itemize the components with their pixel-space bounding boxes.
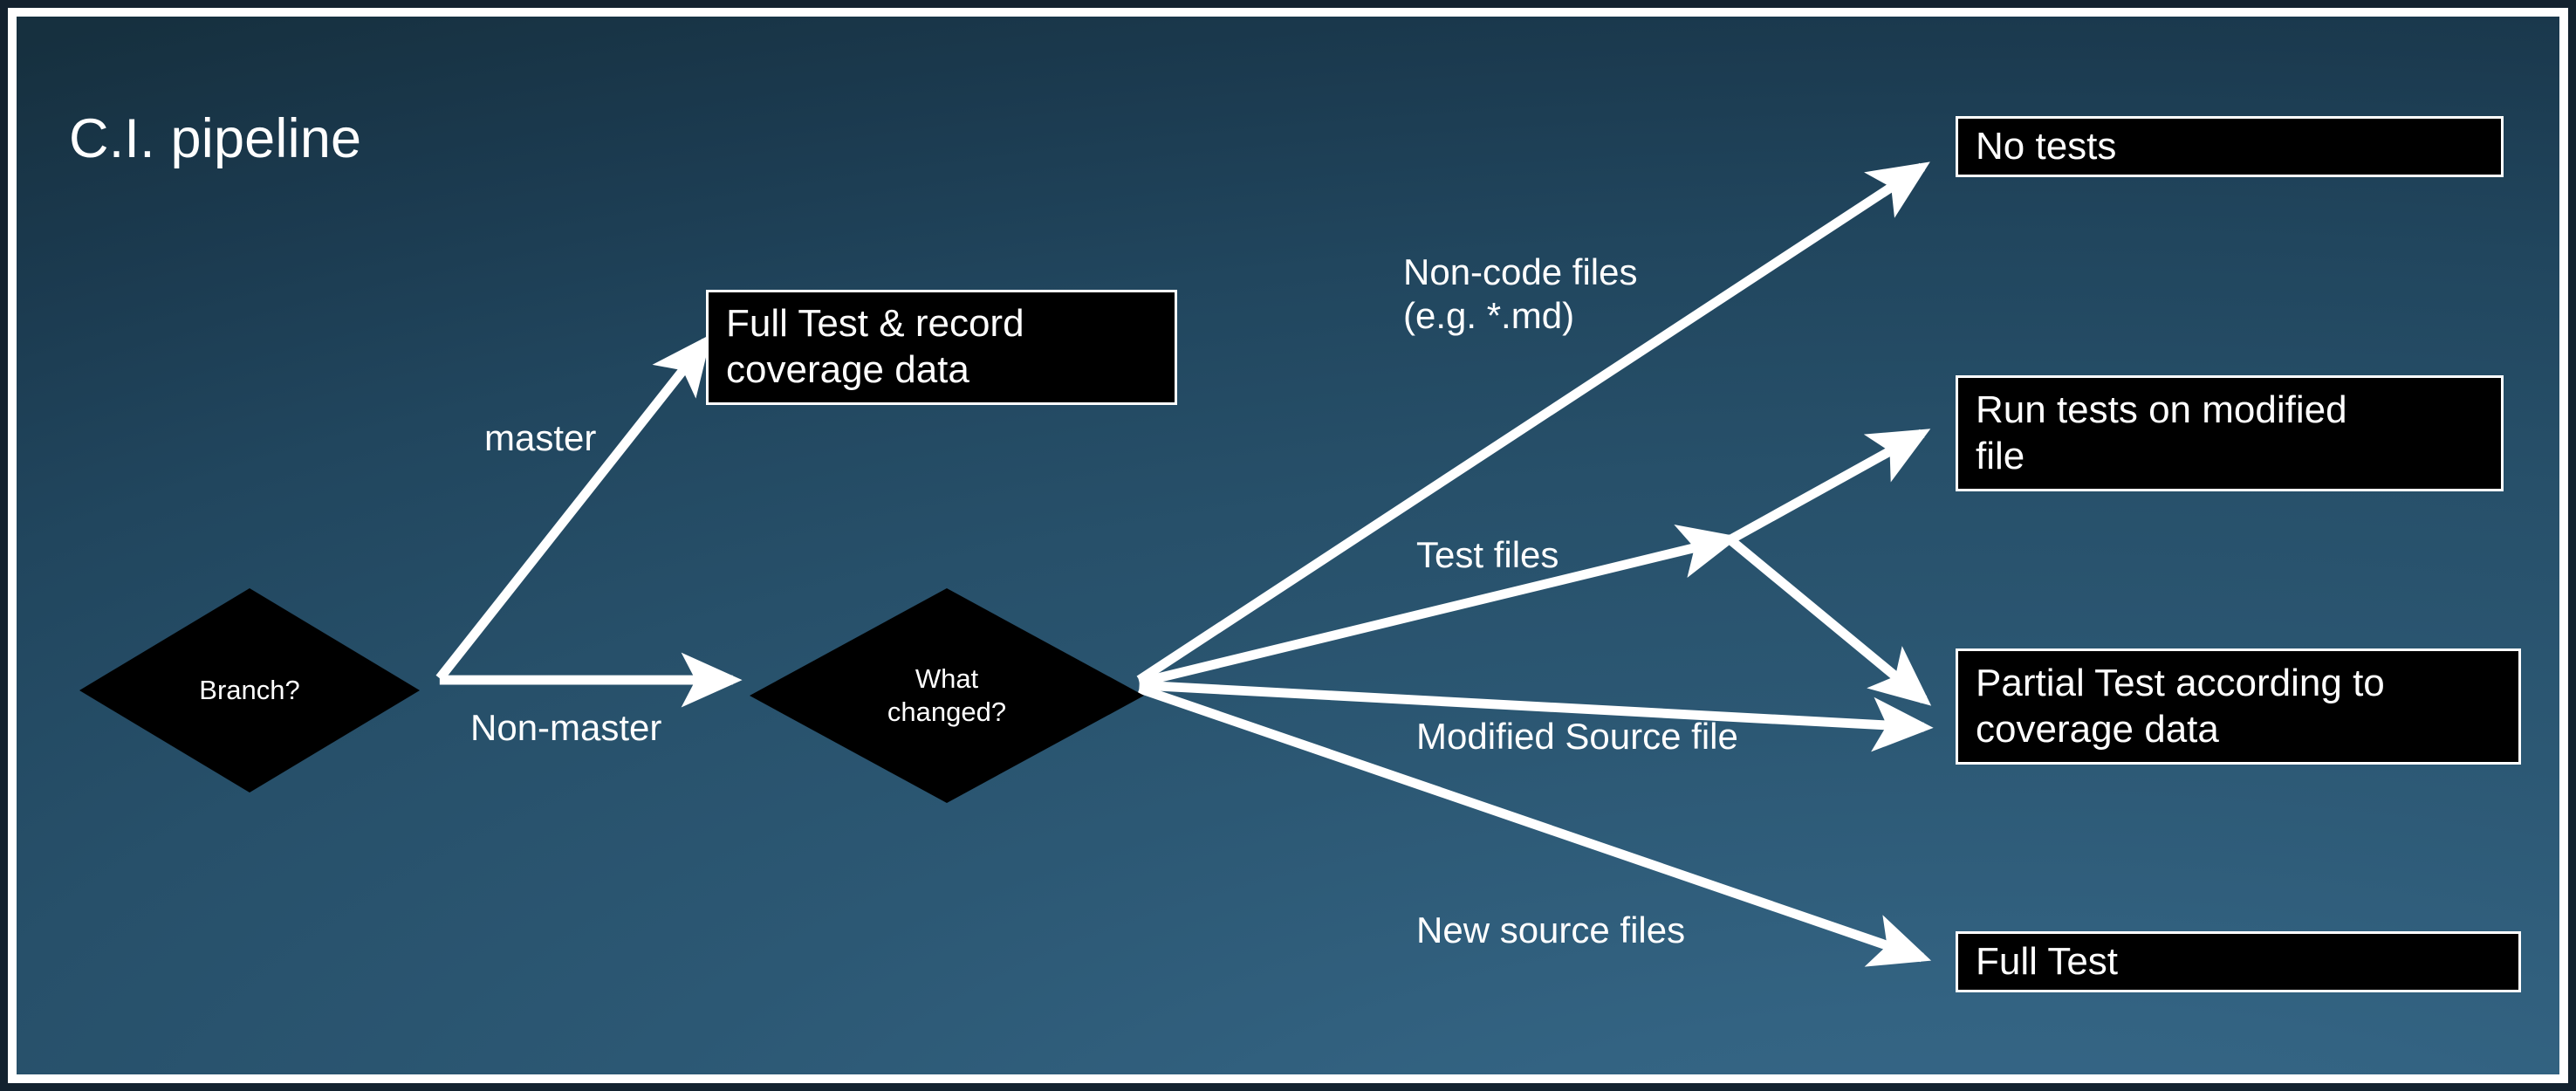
- decision-branch-label: Branch?: [199, 675, 300, 706]
- edge-label-non-master: Non-master: [470, 707, 662, 748]
- page-title: C.I. pipeline: [69, 108, 362, 169]
- box-full-test-record-coverage-label: Full Test & record coverage data: [726, 302, 1024, 391]
- edge-non-code-files: [1136, 161, 1930, 684]
- box-full-test[interactable]: Full Test: [1956, 931, 2521, 992]
- edge-master: [435, 333, 712, 682]
- edge-label-master: master: [484, 417, 597, 458]
- box-full-test-label: Full Test: [1976, 939, 2119, 983]
- box-no-tests[interactable]: No tests: [1956, 116, 2504, 177]
- decision-what-changed[interactable]: What changed?: [750, 588, 1144, 803]
- box-no-tests-label: No tests: [1976, 124, 2117, 168]
- edge-label-test-files: Test files: [1416, 534, 1559, 575]
- box-run-tests-on-modified-file[interactable]: Run tests on modified file: [1956, 375, 2504, 491]
- edge-junction-to-run-tests: [1729, 429, 1931, 544]
- decision-what-changed-label: What changed?: [887, 663, 1007, 727]
- slide-canvas: C.I. pipeline Branch? What changed? Full…: [17, 17, 2559, 1074]
- box-partial-test-coverage-label: Partial Test according to coverage data: [1976, 661, 2385, 751]
- slide-white-border: C.I. pipeline Branch? What changed? Full…: [8, 8, 2568, 1083]
- edge-label-modified-source-file: Modified Source file: [1416, 716, 1738, 757]
- edge-label-new-source-files: New source files: [1416, 909, 1686, 950]
- decision-branch[interactable]: Branch?: [79, 588, 420, 793]
- box-partial-test-coverage[interactable]: Partial Test according to coverage data: [1956, 648, 2521, 765]
- box-full-test-record-coverage[interactable]: Full Test & record coverage data: [706, 290, 1177, 405]
- edge-junction-to-partial-test: [1728, 537, 1932, 706]
- edge-label-non-code-files: Non-code files (e.g. *.md): [1403, 251, 1638, 336]
- box-run-tests-on-modified-file-label: Run tests on modified file: [1976, 388, 2347, 477]
